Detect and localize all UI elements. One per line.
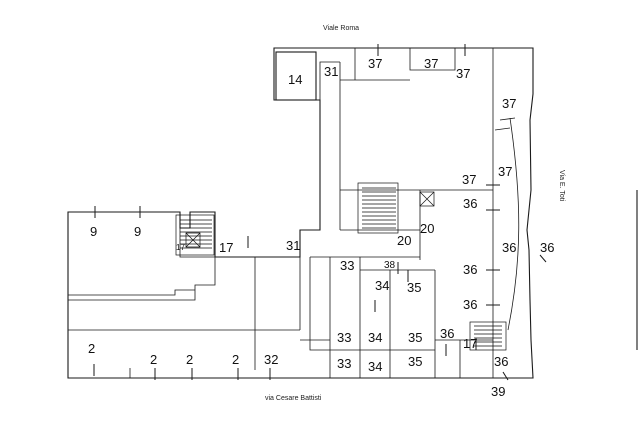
room-label: 17 — [176, 243, 185, 252]
room-label: 33 — [340, 258, 354, 273]
room-label: 20 — [397, 233, 411, 248]
room-label: 31 — [286, 238, 300, 253]
top-wing-walls — [319, 48, 494, 378]
room-label: 35 — [407, 280, 421, 295]
room-label: 34 — [368, 359, 382, 374]
stair-center — [357, 182, 435, 234]
room-label: 37 — [462, 172, 476, 187]
left-wing-walls — [67, 212, 300, 379]
room-label: 2 — [88, 341, 95, 356]
room-label: 20 — [420, 221, 434, 236]
east-corridor-curve — [494, 117, 520, 331]
stair-left — [175, 214, 215, 256]
room-label: 39 — [491, 384, 505, 399]
street-east: Via E. Toti — [558, 170, 565, 202]
room-label: 36 — [494, 354, 508, 369]
room-label: 9 — [134, 224, 141, 239]
room-label: 37 — [502, 96, 516, 111]
room-label: 36 — [463, 262, 477, 277]
room-label: 38 — [384, 260, 396, 271]
room-label: 36 — [540, 240, 554, 255]
room-label: 35 — [408, 330, 422, 345]
room-label: 17 — [463, 336, 477, 351]
room-label: 9 — [90, 224, 97, 239]
room-label: 37 — [456, 66, 470, 81]
room-label: 36 — [502, 240, 516, 255]
room-label: 14 — [288, 72, 302, 87]
room-label: 34 — [368, 330, 382, 345]
room-label: 37 — [368, 56, 382, 71]
dimension-ticks — [93, 44, 547, 381]
room-label: 32 — [264, 352, 278, 367]
room-label: 36 — [463, 297, 477, 312]
room-label: 17 — [219, 240, 233, 255]
room-label: 2 — [232, 352, 239, 367]
room-label: 33 — [337, 330, 351, 345]
room-label: 2 — [150, 352, 157, 367]
building-outline — [67, 47, 534, 379]
room-label: 33 — [337, 356, 351, 371]
room-label: 35 — [408, 354, 422, 369]
room-label: 2 — [186, 352, 193, 367]
room-label: 36 — [463, 196, 477, 211]
room-label: 31 — [324, 64, 338, 79]
street-north: Viale Roma — [323, 25, 359, 32]
room-label: 34 — [375, 278, 389, 293]
street-south: via Cesare Battisti — [265, 395, 322, 402]
room-14-block — [275, 51, 317, 101]
room-label: 37 — [498, 164, 512, 179]
room-label: 37 — [424, 56, 438, 71]
stair-right — [469, 321, 507, 351]
room-label: 36 — [440, 326, 454, 341]
